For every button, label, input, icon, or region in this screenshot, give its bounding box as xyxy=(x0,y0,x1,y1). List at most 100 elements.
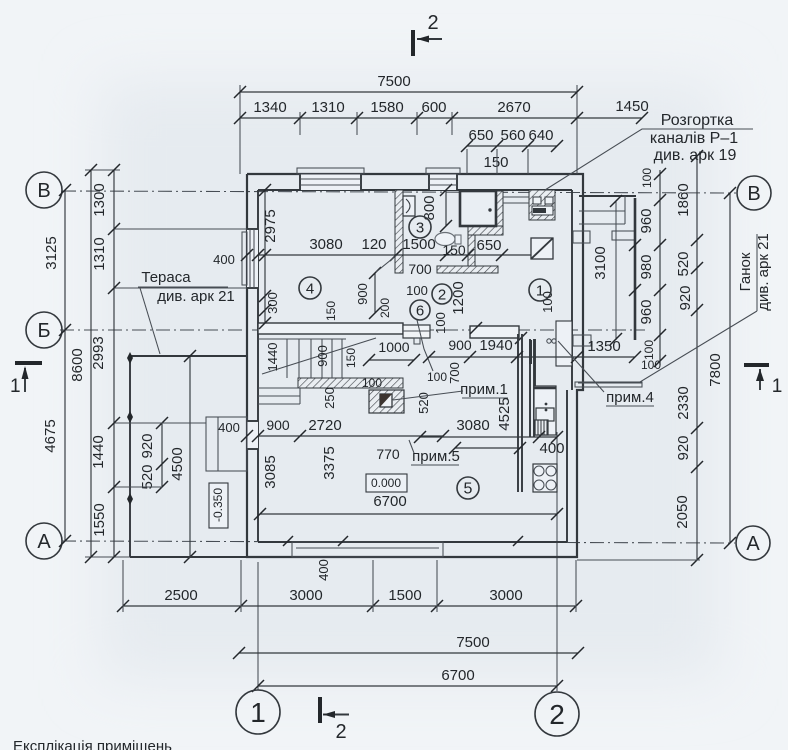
svg-text:1500: 1500 xyxy=(402,236,435,253)
svg-text:1860: 1860 xyxy=(675,183,692,216)
svg-text:100: 100 xyxy=(433,312,448,334)
svg-text:560: 560 xyxy=(500,127,525,144)
svg-text:2993: 2993 xyxy=(90,336,107,369)
svg-text:6700: 6700 xyxy=(441,667,474,684)
svg-text:А: А xyxy=(37,531,51,553)
svg-text:1: 1 xyxy=(250,697,266,728)
svg-text:920: 920 xyxy=(675,435,692,460)
svg-text:2: 2 xyxy=(438,286,446,303)
svg-text:прим.1: прим.1 xyxy=(460,381,508,398)
svg-text:Експлікація приміщень: Експлікація приміщень xyxy=(13,738,172,750)
svg-text:3125: 3125 xyxy=(43,236,60,269)
svg-text:100: 100 xyxy=(406,283,428,298)
svg-text:600: 600 xyxy=(421,99,446,116)
svg-text:100: 100 xyxy=(427,370,447,384)
svg-text:4525: 4525 xyxy=(496,397,513,430)
svg-text:400: 400 xyxy=(213,252,235,267)
svg-text:1: 1 xyxy=(772,376,783,397)
svg-text:100: 100 xyxy=(540,291,555,313)
svg-text:150: 150 xyxy=(442,242,466,258)
svg-text:1580: 1580 xyxy=(370,99,403,116)
svg-text:2: 2 xyxy=(427,12,438,34)
svg-text:7500: 7500 xyxy=(456,634,489,651)
svg-text:прим.5: прим.5 xyxy=(412,448,460,465)
svg-text:400: 400 xyxy=(316,559,331,581)
svg-text:5: 5 xyxy=(464,481,473,498)
svg-text:1450: 1450 xyxy=(615,98,648,115)
svg-text:2330: 2330 xyxy=(675,386,692,419)
svg-text:1440: 1440 xyxy=(265,343,280,372)
svg-text:див. арк 21: див. арк 21 xyxy=(157,288,235,305)
svg-text:250: 250 xyxy=(322,387,337,409)
svg-text:980: 980 xyxy=(638,254,655,279)
svg-text:1550: 1550 xyxy=(91,503,108,536)
svg-text:650: 650 xyxy=(468,127,493,144)
svg-text:прим.4: прим.4 xyxy=(606,389,654,406)
svg-text:-0.350: -0.350 xyxy=(211,488,225,522)
svg-text:3085: 3085 xyxy=(262,455,279,488)
svg-text:7800: 7800 xyxy=(707,353,724,386)
svg-text:Ганок: Ганок xyxy=(737,252,754,291)
svg-text:770: 770 xyxy=(376,446,400,462)
svg-text:520: 520 xyxy=(416,392,431,414)
svg-text:200: 200 xyxy=(378,298,392,318)
svg-text:див. арк 19: див. арк 19 xyxy=(654,147,737,164)
svg-text:520: 520 xyxy=(675,251,692,276)
svg-text:3080: 3080 xyxy=(456,417,489,434)
svg-text:1: 1 xyxy=(536,282,544,299)
svg-text:каналів Р–1: каналів Р–1 xyxy=(650,130,738,147)
svg-text:920: 920 xyxy=(139,433,156,458)
svg-text:400: 400 xyxy=(539,440,564,457)
svg-text:1310: 1310 xyxy=(311,99,344,116)
svg-text:В: В xyxy=(747,183,760,205)
svg-text:див. арк 21: див. арк 21 xyxy=(755,233,772,311)
svg-text:3080: 3080 xyxy=(309,236,342,253)
svg-text:2720: 2720 xyxy=(308,417,341,434)
svg-text:6700: 6700 xyxy=(373,493,406,510)
svg-text:2050: 2050 xyxy=(674,495,691,528)
svg-text:Б: Б xyxy=(37,320,50,342)
svg-text:100: 100 xyxy=(640,168,654,188)
svg-text:2: 2 xyxy=(549,699,565,730)
svg-text:900: 900 xyxy=(355,283,370,305)
svg-text:1300: 1300 xyxy=(91,183,108,216)
svg-text:1200: 1200 xyxy=(450,281,467,314)
svg-text:900: 900 xyxy=(266,417,290,433)
svg-text:300: 300 xyxy=(265,292,280,314)
svg-text:3000: 3000 xyxy=(489,587,522,604)
svg-text:700: 700 xyxy=(447,362,462,384)
svg-text:1: 1 xyxy=(10,376,21,397)
svg-text:150: 150 xyxy=(344,348,358,368)
svg-text:100: 100 xyxy=(641,358,661,372)
svg-text:7500: 7500 xyxy=(377,73,410,90)
svg-text:520: 520 xyxy=(139,464,156,489)
svg-text:900: 900 xyxy=(448,337,472,353)
svg-text:3000: 3000 xyxy=(289,587,322,604)
svg-text:2500: 2500 xyxy=(164,587,197,604)
svg-text:700: 700 xyxy=(408,261,432,277)
svg-text:2975: 2975 xyxy=(262,209,279,242)
svg-text:А: А xyxy=(746,533,760,555)
svg-text:650: 650 xyxy=(476,237,501,254)
svg-text:0.000: 0.000 xyxy=(371,476,401,490)
svg-text:8600: 8600 xyxy=(69,348,86,381)
svg-text:960: 960 xyxy=(638,208,655,233)
svg-text:4675: 4675 xyxy=(42,419,59,452)
svg-text:3375: 3375 xyxy=(321,446,338,479)
svg-text:150: 150 xyxy=(483,154,508,171)
svg-text:6: 6 xyxy=(416,302,424,319)
svg-text:150: 150 xyxy=(324,301,338,321)
svg-text:1440: 1440 xyxy=(90,435,107,468)
svg-text:920: 920 xyxy=(677,285,694,310)
svg-text:1000: 1000 xyxy=(378,339,409,355)
svg-text:2670: 2670 xyxy=(497,99,530,116)
svg-text:3100: 3100 xyxy=(592,246,609,279)
svg-text:1500: 1500 xyxy=(388,587,421,604)
svg-text:1940: 1940 xyxy=(479,337,512,354)
svg-text:4500: 4500 xyxy=(169,447,186,480)
svg-text:960: 960 xyxy=(638,299,655,324)
svg-text:1350: 1350 xyxy=(587,338,620,355)
svg-text:Розгортка: Розгортка xyxy=(661,112,734,129)
svg-text:400: 400 xyxy=(218,420,240,435)
svg-text:4: 4 xyxy=(306,280,314,297)
